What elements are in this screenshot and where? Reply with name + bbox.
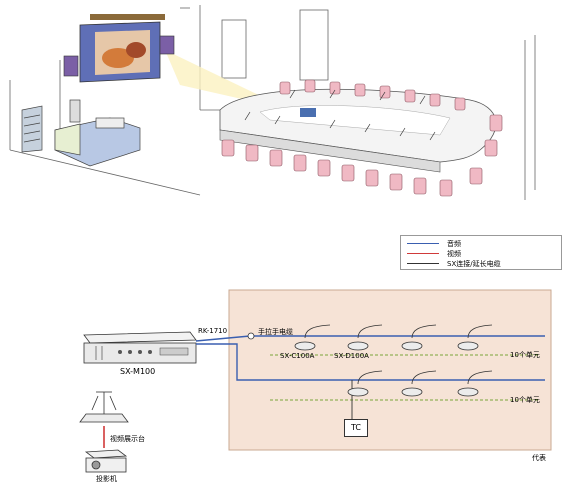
legend-item-audio: 音频 bbox=[407, 239, 557, 249]
cable-label: RK-1710 bbox=[198, 327, 228, 335]
projector bbox=[84, 449, 128, 473]
units-row2-label: 10个单元 bbox=[510, 396, 540, 404]
cable-connector bbox=[247, 332, 255, 340]
represents-label: 代表 bbox=[532, 454, 546, 462]
equipment-rack bbox=[21, 99, 141, 167]
legend-label-cable: SX连接/延长电缆 bbox=[447, 260, 501, 268]
cable-line-swatch bbox=[407, 263, 439, 264]
document-camera-label: 视频展示台 bbox=[110, 435, 145, 443]
chairman-unit-label: SX-C100A bbox=[280, 352, 315, 360]
audio-line-swatch bbox=[407, 243, 439, 244]
room-illustration bbox=[9, 5, 536, 200]
conference-units-row2 bbox=[347, 370, 493, 397]
legend-label-audio: 音频 bbox=[447, 240, 461, 248]
table-microphones bbox=[244, 89, 436, 141]
room-zone bbox=[228, 289, 552, 451]
legend-item-cable: SX连接/延长电缆 bbox=[407, 259, 557, 269]
sx-m100-controller bbox=[83, 331, 197, 364]
projection-screen bbox=[63, 14, 175, 83]
conference-units-row1 bbox=[294, 324, 493, 351]
units-row1-label: 10个单元 bbox=[510, 351, 540, 359]
legend: 音频 视频 SX连接/延长电缆 bbox=[400, 235, 562, 270]
cables bbox=[103, 335, 545, 448]
conference-table bbox=[219, 88, 497, 173]
legend-item-video: 视频 bbox=[407, 249, 557, 259]
document-camera bbox=[79, 391, 129, 423]
projector-label: 投影机 bbox=[96, 475, 117, 483]
video-line-swatch bbox=[407, 253, 439, 254]
delegate-unit-label: SX-D100A bbox=[334, 352, 369, 360]
legend-label-video: 视频 bbox=[447, 250, 461, 258]
chairs bbox=[221, 79, 503, 197]
hand-cable-label: 手拉手电缆 bbox=[258, 328, 293, 336]
tc-box: TC bbox=[344, 419, 368, 437]
controller-label: SX-M100 bbox=[120, 367, 156, 376]
